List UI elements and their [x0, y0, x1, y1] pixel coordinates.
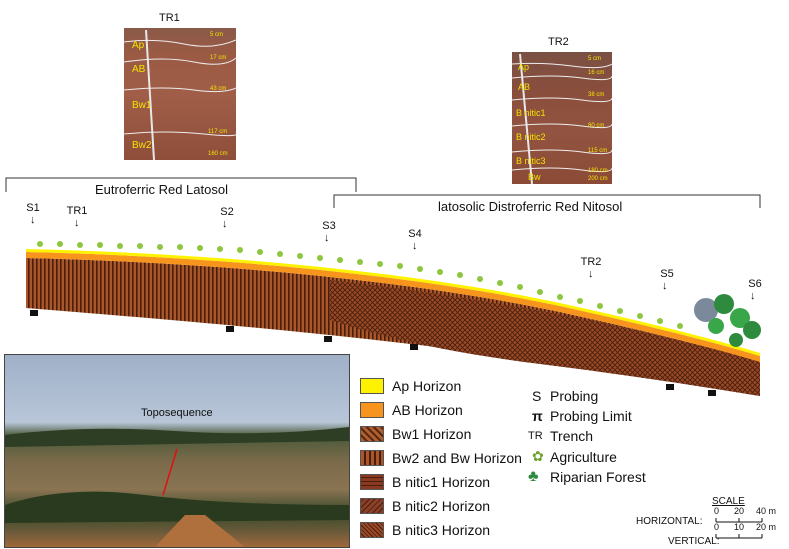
- legend-label-bnitic3: B nitic3 Horizon: [392, 522, 491, 538]
- legend2-riparian: ♣ Riparian Forest: [528, 468, 646, 486]
- legend2-trench: TR Trench: [528, 428, 593, 444]
- point-s3: S3: [322, 220, 336, 232]
- legend-item-bnitic1: B nitic1 Horizon: [360, 474, 490, 490]
- swatch-ap: [360, 378, 384, 394]
- agriculture-icon: ✿: [532, 448, 544, 464]
- trench1-photo: Ap AB Bw1 Bw2 5 cm 17 cm 43 cm 117 cm 16…: [124, 28, 236, 160]
- point-s5: S5: [660, 268, 674, 280]
- tr2-depth-6: 180 cm: [588, 168, 608, 174]
- arrow-s5: ↓: [662, 280, 668, 292]
- tr1-depth-3: 43 cm: [210, 86, 227, 92]
- trench-symbol: TR: [528, 430, 543, 442]
- scale-v-2: 20 m: [756, 522, 777, 532]
- probing-symbol: S: [532, 388, 542, 404]
- legend-label-ab: AB Horizon: [392, 402, 463, 418]
- tr1-ap: Ap: [132, 40, 145, 51]
- legend-label-bnitic1: B nitic1 Horizon: [392, 474, 491, 490]
- scale-v-1: 10: [734, 522, 745, 532]
- point-tr1: TR1: [66, 205, 88, 217]
- probing-limit-label: Probing Limit: [550, 408, 632, 424]
- swatch-bw1: [360, 426, 384, 442]
- riparian-label: Riparian Forest: [550, 469, 646, 485]
- probing-limit-icon: π: [532, 408, 543, 424]
- arrow-tr1: ↓: [74, 217, 80, 229]
- tr1-bw1: Bw1: [132, 100, 152, 111]
- probing-label: Probing: [550, 388, 599, 404]
- tr1-depth-1: 5 cm: [210, 32, 224, 38]
- tr2-bw: Bw: [528, 172, 541, 182]
- toposequence-label: Toposequence: [141, 407, 213, 419]
- toposequence-photo: Toposequence: [4, 354, 350, 548]
- scale-v-0: 0: [714, 522, 720, 532]
- scale-title: SCALE: [712, 496, 745, 507]
- soil-right-label: latosolic Distroferric Red Nitosol: [438, 199, 623, 214]
- arrow-s2: ↓: [222, 218, 228, 230]
- tr2-depth-1: 5 cm: [588, 56, 602, 62]
- tr2-depth-4: 80 cm: [588, 123, 605, 129]
- tr1-depth-2: 17 cm: [210, 55, 227, 61]
- arrow-s1: ↓: [30, 214, 36, 226]
- legend-item-ab: AB Horizon: [360, 402, 463, 418]
- legend-label-bw1: Bw1 Horizon: [392, 426, 472, 442]
- scale-vertical-label: VERTICAL:: [668, 536, 720, 547]
- scale-horizontal-label: HORIZONTAL:: [636, 516, 703, 527]
- swatch-bnitic3: [360, 522, 384, 538]
- point-s4: S4: [408, 228, 422, 240]
- trench1-title: TR1: [159, 12, 180, 24]
- tr2-ab: AB: [518, 82, 531, 92]
- legend-label-ap: Ap Horizon: [392, 378, 462, 394]
- legend-item-bnitic2: B nitic2 Horizon: [360, 498, 490, 514]
- tr2-bnitic1: B nitic1: [516, 108, 546, 118]
- arrow-s4: ↓: [412, 240, 418, 252]
- tr2-depth-3: 38 cm: [588, 92, 605, 98]
- arrow-s3: ↓: [324, 232, 330, 244]
- point-s6: S6: [748, 278, 762, 290]
- riparian-forest-icon: ♣: [528, 468, 539, 485]
- tr1-bw2: Bw2: [132, 140, 152, 151]
- scale-h-0: 0: [714, 506, 720, 516]
- trench-label: Trench: [550, 428, 594, 444]
- point-tr2: TR2: [580, 256, 602, 268]
- tr2-bnitic3: B nitic3: [516, 156, 546, 166]
- tr2-ap: Ap: [518, 62, 530, 72]
- legend-item-ap: Ap Horizon: [360, 378, 461, 394]
- point-s1: S1: [26, 202, 40, 214]
- legend2-probing: S Probing: [532, 388, 598, 404]
- tr1-ab: AB: [132, 64, 146, 75]
- legend-item-bnitic3: B nitic3 Horizon: [360, 522, 490, 538]
- tr2-bnitic2: B nitic2: [516, 132, 546, 142]
- tr2-depth-5: 115 cm: [588, 148, 608, 154]
- agriculture-label: Agriculture: [550, 448, 617, 465]
- scale-h-2: 40 m: [756, 506, 777, 516]
- scale-h-1: 20: [734, 506, 745, 516]
- swatch-ab: [360, 402, 384, 418]
- swatch-bnitic2: [360, 498, 384, 514]
- legend2-agriculture: ✿ Agriculture: [532, 448, 617, 465]
- tr1-depth-4: 117 cm: [208, 129, 228, 135]
- swatch-bnitic1: [360, 474, 384, 490]
- arrow-s6: ↓: [750, 290, 756, 302]
- legend-item-bw1: Bw1 Horizon: [360, 426, 471, 442]
- point-s2: S2: [220, 206, 234, 218]
- scale-bars: [715, 518, 763, 539]
- legend-label-bw2: Bw2 and Bw Horizon: [392, 450, 522, 466]
- tr1-depth-5: 160 cm: [208, 151, 228, 157]
- tr2-depth-2: 16 cm: [588, 70, 605, 76]
- tr2-depth-7: 200 cm: [588, 176, 608, 182]
- legend-label-bnitic2: B nitic2 Horizon: [392, 498, 491, 514]
- legend2-probing-limit: π Probing Limit: [532, 408, 632, 424]
- trench2-photo: Ap AB B nitic1 B nitic2 B nitic3 Bw 5 cm…: [512, 52, 612, 184]
- swatch-bw2: [360, 450, 384, 466]
- legend-item-bw2: Bw2 and Bw Horizon: [360, 450, 522, 466]
- arrow-tr2: ↓: [588, 268, 594, 280]
- soil-left-label: Eutroferric Red Latosol: [95, 182, 228, 197]
- trench2-title: TR2: [548, 36, 569, 48]
